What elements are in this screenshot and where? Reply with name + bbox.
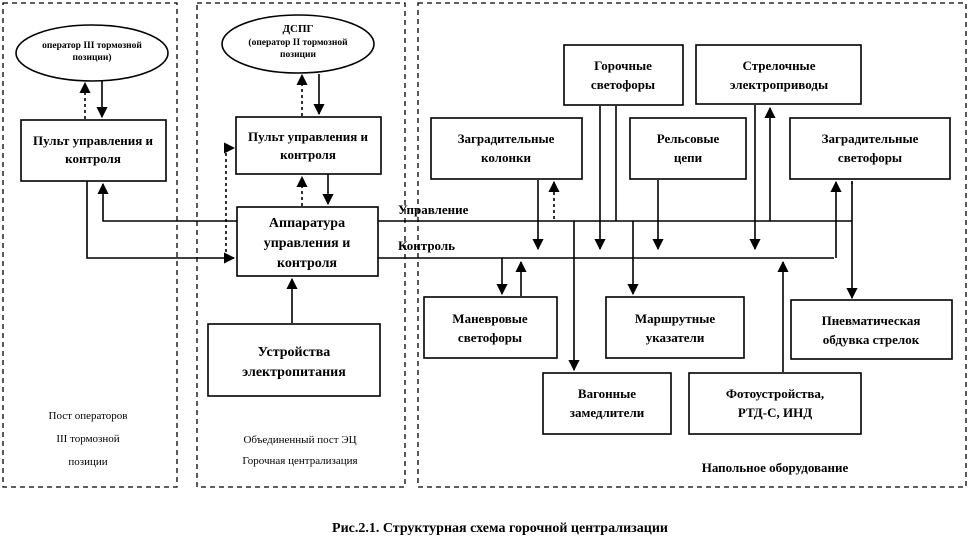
dspg-label-3: позиции — [280, 50, 316, 60]
photo-devices-box — [688, 372, 862, 435]
shunt-signals-label-2: светофоры — [458, 330, 522, 345]
zone-right-label: Напольное оборудование — [702, 460, 849, 475]
rail-circuits-box — [629, 117, 747, 180]
retarders-label-2: замедлители — [570, 405, 645, 420]
zone-left-label-3: позиции — [68, 456, 107, 468]
panel-mid-label-2: контроля — [280, 147, 336, 162]
rail-circuits-label-1: Рельсовые — [657, 131, 720, 146]
switch-drives-box — [695, 44, 862, 105]
barrier-signals-label-1: Заградительные — [822, 131, 919, 146]
barrier-signals-label-2: светофоры — [838, 150, 902, 165]
operator-3-label-2: позиции) — [72, 52, 111, 63]
power-label-2: электропитания — [242, 365, 346, 380]
panel-left-label-1: Пульт управления и — [33, 133, 153, 148]
apparatus-label-1: Аппаратура — [269, 216, 345, 231]
photo-devices-label-1: Фотоустройства, — [726, 386, 824, 401]
apparatus-label-3: контроля — [277, 256, 337, 271]
barrier-columns-label-2: колонки — [481, 150, 531, 165]
shunt-signals-box — [423, 296, 558, 359]
dspg-label-2: (оператор II тормозной — [248, 37, 348, 48]
barrier-columns-box — [430, 117, 583, 180]
arrow-control-to-panel-left — [97, 182, 237, 222]
hump-signals-label-2: светофоры — [591, 77, 655, 92]
hump-signals-label-1: Горочные — [594, 58, 652, 73]
zone-left-label-1: Пост операторов — [49, 410, 128, 422]
switch-drives-label-2: электроприводы — [730, 77, 828, 92]
zone-operators-post — [2, 2, 178, 488]
panel-mid-label-1: Пульт управления и — [248, 129, 368, 144]
arrow-panel-left-to-apparatus — [86, 181, 236, 264]
pneumatic-box — [790, 299, 953, 360]
rail-circuits-label-2: цепи — [674, 150, 703, 165]
barrier-signals-box — [789, 117, 951, 180]
arrow-apparatus-feedback-to-panel-mid — [223, 142, 236, 258]
pneumatic-label-2: обдувка стрелок — [823, 332, 920, 347]
pneumatic-label-1: Пневматическая — [822, 313, 921, 328]
figure-caption: Рис.2.1. Структурная схема горочной цент… — [332, 521, 668, 536]
operator-3-label-1: оператор III тормозной — [42, 40, 142, 51]
route-indicators-label-2: указатели — [646, 330, 705, 345]
hump-signals-box — [563, 44, 684, 106]
panel-left-label-2: контроля — [65, 151, 121, 166]
feedback-bus-label: Контроль — [398, 238, 455, 253]
panel-mid-box — [235, 116, 382, 175]
switch-drives-label-1: Стрелочные — [743, 58, 816, 73]
zone-left-label-2: III тормозной — [56, 433, 119, 445]
zone-middle-label-2: Горочная централизация — [242, 455, 357, 467]
zone-field-equipment — [417, 2, 967, 488]
route-indicators-box — [605, 296, 745, 359]
power-box — [207, 323, 381, 397]
control-bus-label: Управление — [398, 202, 469, 217]
zone-combined-post — [196, 2, 406, 488]
power-label-1: Устройства — [258, 345, 331, 360]
retarders-box — [542, 372, 672, 435]
route-indicators-label-1: Маршрутные — [635, 311, 716, 326]
dspg-ellipse — [221, 14, 375, 74]
panel-left-box — [20, 119, 167, 182]
retarders-label-1: Вагонные — [578, 386, 636, 401]
shunt-signals-label-1: Маневровые — [452, 311, 528, 326]
zone-middle-label-1: Объединенный пост ЭЦ — [243, 434, 356, 446]
operator-3-ellipse — [15, 24, 169, 82]
apparatus-label-2: управления и — [264, 236, 351, 251]
apparatus-box — [236, 206, 379, 277]
barrier-columns-label-1: Заградительные — [458, 131, 555, 146]
dspg-label-1: ДСПГ — [282, 23, 313, 35]
photo-devices-label-2: РТД-С, ИНД — [738, 405, 812, 420]
